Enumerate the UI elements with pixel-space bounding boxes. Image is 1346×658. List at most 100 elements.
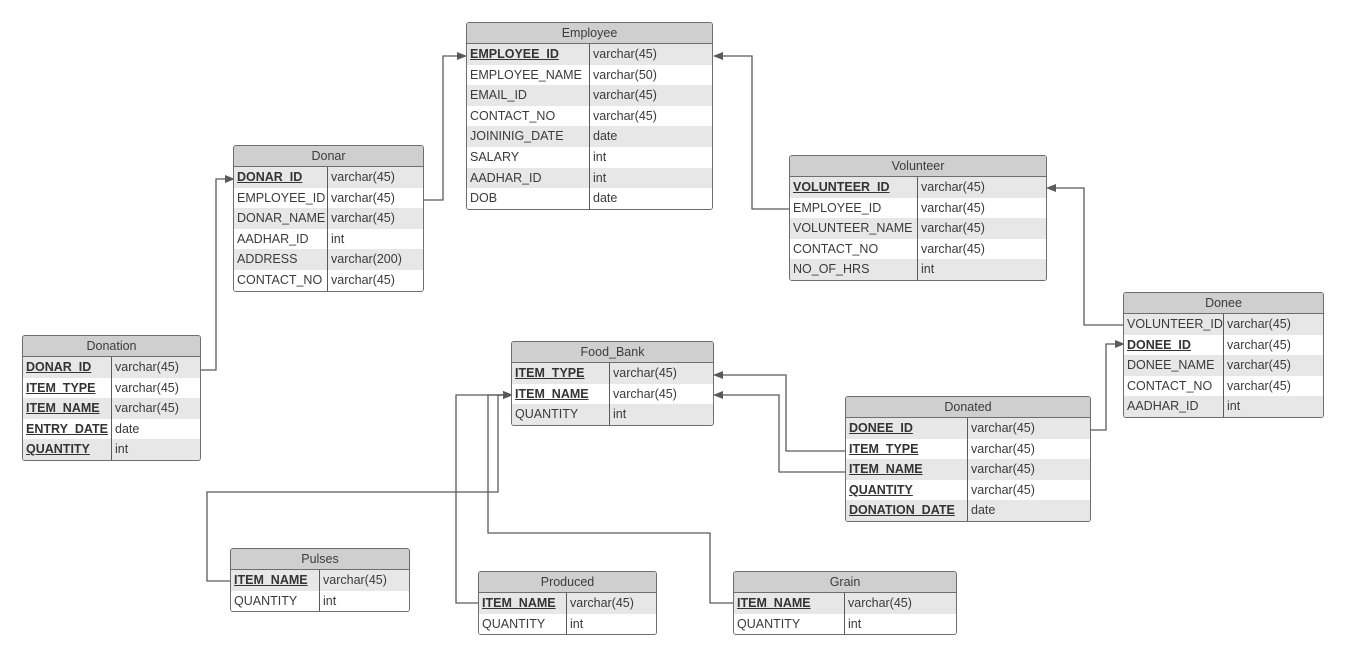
key-field-name: DONEE_ID [846,418,968,439]
key-field-name: VOLUNTEER_ID [790,177,918,198]
field-type: varchar(45) [971,482,1035,497]
field-name: EMAIL_ID [467,85,590,106]
key-field-name: EMPLOYEE_ID [467,44,590,65]
connector-volunteer-employee [713,52,790,210]
entity-title: Produced [479,572,656,593]
field-type: varchar(45) [613,366,677,380]
connector-donar-employee [423,52,467,201]
connector-grain-foodbank [487,391,735,604]
field-type: int [570,616,584,631]
field-name: CONTACT_NO [234,269,328,291]
field-name: CONTACT_NO [1124,375,1224,397]
field-type: varchar(45) [593,108,657,123]
key-field-name: DONATION_DATE [846,500,968,521]
field-type: varchar(45) [971,462,1035,477]
field-name: QUANTITY [231,590,320,612]
field-type: int [593,149,607,164]
connector-donated-foodbank-name [713,391,846,473]
field-type: int [848,616,862,631]
field-type: varchar(200) [331,252,402,267]
entity-title: Volunteer [790,156,1046,177]
field-name: AADHAR_ID [1124,396,1224,417]
field-name: VOLUNTEER_ID [1124,314,1224,335]
field-type: varchar(45) [115,380,179,395]
key-field-name: QUANTITY [23,439,112,460]
key-field-name: DONAR_ID [23,357,112,378]
field-type: date [593,191,618,206]
key-field-name: DONEE_ID [1124,334,1224,356]
connector-donated-foodbank-type [713,371,846,452]
field-type: varchar(45) [921,241,985,256]
field-type: varchar(45) [331,170,395,184]
key-field-name: ITEM_NAME [23,398,112,419]
field-name: QUANTITY [734,613,845,635]
field-type: varchar(45) [1227,337,1291,352]
field-type: varchar(45) [921,180,985,194]
field-type: varchar(45) [1227,358,1291,373]
field-type: varchar(45) [971,421,1035,435]
entity-title: Donation [23,336,200,357]
entity-title: Grain [734,572,956,593]
field-name: SALARY [467,146,590,168]
field-type: varchar(45) [848,596,912,610]
entity-title: Donee [1124,293,1323,314]
field-name: DONEE_NAME [1124,355,1224,376]
connector-donated-donee [1090,340,1125,431]
field-name: EMPLOYEE_NAME [467,64,590,86]
